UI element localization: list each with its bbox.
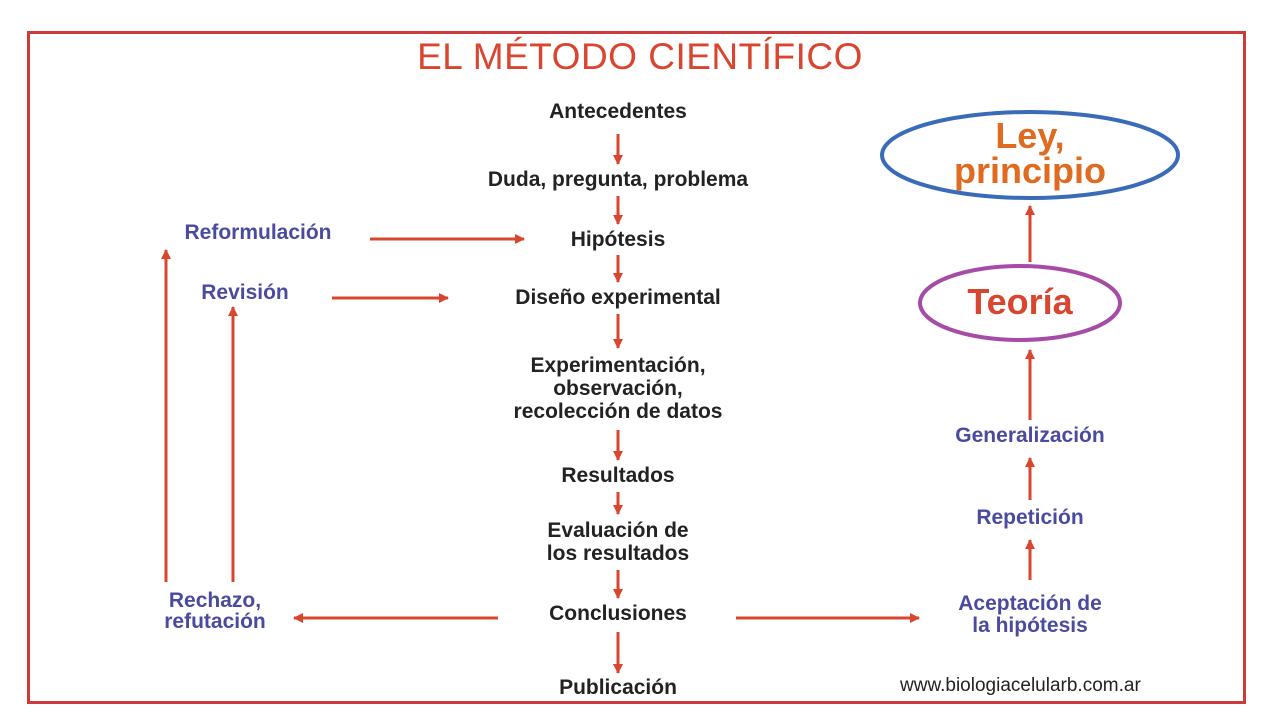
source-url: www.biologiacelularb.com.ar: [900, 675, 1141, 696]
step-conclusiones: Conclusiones: [549, 602, 687, 625]
teoria-ellipse: [918, 264, 1122, 342]
step-experimentacion-line2: observación,: [553, 377, 683, 400]
label-repeticion: Repetición: [976, 506, 1084, 529]
step-resultados: Resultados: [561, 464, 675, 487]
step-experimentacion-line1: Experimentación,: [530, 354, 706, 377]
teoria-label: Teoría: [967, 281, 1073, 322]
label-aceptacion-line1: Aceptación de: [958, 592, 1102, 615]
step-publicacion: Publicación: [559, 676, 677, 699]
label-rechazo-line2: refutación: [164, 610, 266, 633]
diagram-frame: [27, 31, 1246, 704]
step-evaluacion-line1: Evaluación de: [547, 519, 689, 542]
label-reformulacion: Reformulación: [184, 221, 332, 244]
step-evaluacion-line2: los resultados: [546, 542, 690, 565]
step-diseno: Diseño experimental: [515, 286, 721, 309]
step-antecedentes: Antecedentes: [549, 100, 687, 123]
ley-line2: principio: [954, 150, 1106, 191]
diagram-title: EL MÉTODO CIENTÍFICO: [417, 36, 863, 77]
step-experimentacion-line3: recolección de datos: [513, 400, 723, 423]
step-duda: Duda, pregunta, problema: [487, 168, 749, 191]
label-revision: Revisión: [201, 281, 289, 304]
label-aceptacion-line2: la hipótesis: [972, 614, 1088, 637]
step-hipotesis: Hipótesis: [570, 228, 666, 251]
ley-ellipse: [880, 110, 1180, 200]
label-generalizacion: Generalización: [955, 424, 1105, 447]
label-rechazo-line1: Rechazo,: [168, 589, 262, 612]
ley-line1: Ley,: [995, 115, 1065, 156]
